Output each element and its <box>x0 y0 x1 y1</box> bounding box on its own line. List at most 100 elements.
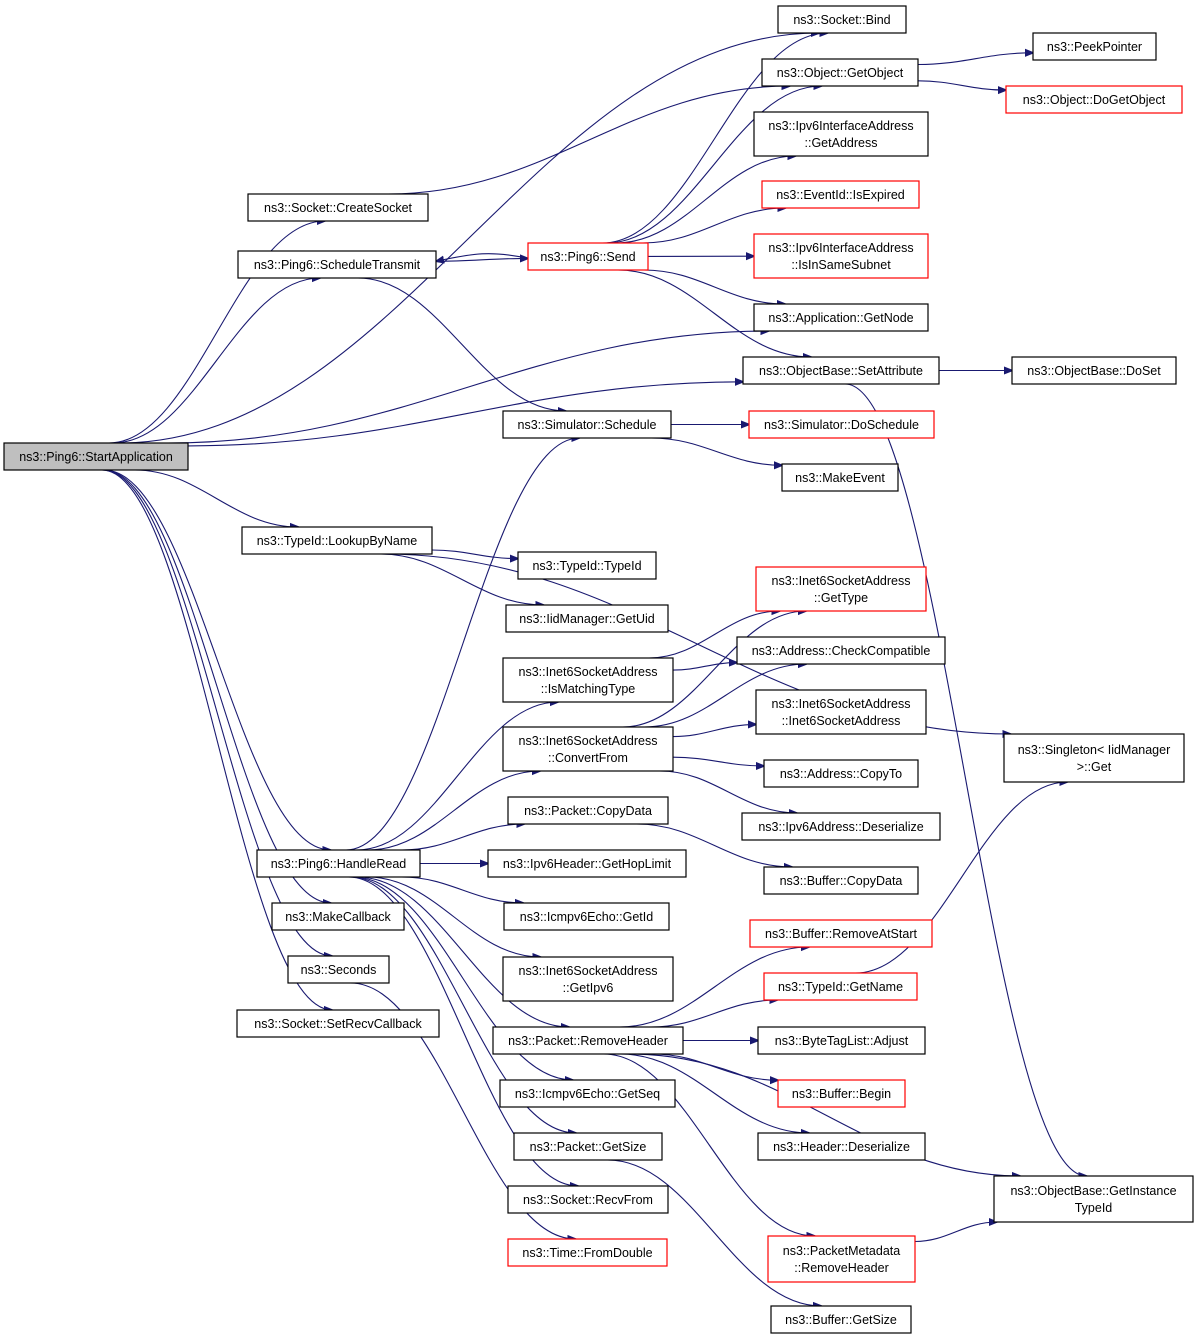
function-node-makecallback[interactable]: ns3::MakeCallback <box>271 902 405 931</box>
function-node-socket-create[interactable]: ns3::Socket::CreateSocket <box>247 193 429 222</box>
function-node-buffer-getsize[interactable]: ns3::Buffer::GetSize <box>770 1305 912 1334</box>
function-node-packet-copydata[interactable]: ns3::Packet::CopyData <box>507 796 669 825</box>
node-box <box>256 849 421 878</box>
node-label: ns3::EventId::IsExpired <box>776 188 905 202</box>
function-node-eventid-isexpired[interactable]: ns3::EventId::IsExpired <box>761 180 920 209</box>
node-box <box>761 180 920 209</box>
function-node-obj-getobject[interactable]: ns3::Object::GetObject <box>761 58 919 87</box>
function-node-inet6sa-getipv6[interactable]: ns3::Inet6SocketAddress::GetIpv6 <box>502 956 674 1002</box>
function-node-singleton-get[interactable]: ns3::Singleton< IidManager>::Get <box>1003 733 1185 783</box>
node-box <box>502 657 674 703</box>
function-node-socket-recvfrom[interactable]: ns3::Socket::RecvFrom <box>507 1185 669 1214</box>
function-node-typeid-typeid[interactable]: ns3::TypeId::TypeId <box>517 551 657 580</box>
function-node-app-getnode[interactable]: ns3::Application::GetNode <box>753 303 929 332</box>
call-edges <box>101 33 1087 1306</box>
node-label: ns3::Inet6SocketAddress <box>772 574 911 588</box>
node-label: ns3::Time::FromDouble <box>522 1246 652 1260</box>
function-node-seconds[interactable]: ns3::Seconds <box>287 955 390 984</box>
function-node-inet6sa-ctor[interactable]: ns3::Inet6SocketAddress::Inet6SocketAddr… <box>755 689 927 735</box>
node-box <box>499 1079 676 1108</box>
node-label: ::Inet6SocketAddress <box>782 714 901 728</box>
function-node-inet6sa-ismatching[interactable]: ns3::Inet6SocketAddress::IsMatchingType <box>502 657 674 703</box>
function-node-icmpv6echo-getid[interactable]: ns3::Icmpv6Echo::GetId <box>503 902 670 931</box>
function-node-pktmeta-removeheader[interactable]: ns3::PacketMetadata::RemoveHeader <box>767 1235 916 1283</box>
node-label: ns3::Address::CopyTo <box>780 767 902 781</box>
node-label: ns3::IidManager::GetUid <box>519 612 655 626</box>
node-box <box>1011 356 1177 385</box>
function-node-obj-dogetobject[interactable]: ns3::Object::DoGetObject <box>1005 85 1183 114</box>
function-node-inet6sa-gettype[interactable]: ns3::Inet6SocketAddress::GetType <box>755 566 927 612</box>
call-edge-ping6_send-to-obj_getobject <box>606 86 822 244</box>
call-edge-ping6_handleread-to-socket_recvfrom <box>348 876 579 1186</box>
node-label: ::IsMatchingType <box>541 682 636 696</box>
node-label: ns3::PacketMetadata <box>783 1244 900 1258</box>
node-label: ns3::Packet::CopyData <box>524 804 652 818</box>
function-node-ipv6addr-deser[interactable]: ns3::Ipv6Address::Deserialize <box>741 812 941 841</box>
call-edge-ping6_handleread-to-icmpv6echo_getseq <box>353 876 573 1080</box>
function-node-icmpv6echo-getseq[interactable]: ns3::Icmpv6Echo::GetSeq <box>499 1079 676 1108</box>
node-label: ::ConvertFrom <box>548 751 628 765</box>
node-box <box>241 526 433 555</box>
function-node-addr-copyto[interactable]: ns3::Address::CopyTo <box>763 759 919 788</box>
function-node-ipv6ia-issamesubnet[interactable]: ns3::Ipv6InterfaceAddress::IsInSameSubne… <box>753 233 929 279</box>
function-node-iidmgr-getuid[interactable]: ns3::IidManager::GetUid <box>505 604 669 633</box>
function-node-ping6-schedtx[interactable]: ns3::Ping6::ScheduleTransmit <box>237 250 437 279</box>
node-label: ns3::Buffer::GetSize <box>785 1313 897 1327</box>
function-node-ipv6ia-getaddress[interactable]: ns3::Ipv6InterfaceAddress::GetAddress <box>753 111 929 157</box>
function-node-packet-removeheader[interactable]: ns3::Packet::RemoveHeader <box>492 1026 684 1055</box>
function-node-socket-setrecvcb[interactable]: ns3::Socket::SetRecvCallback <box>236 1009 440 1038</box>
function-node-time-fromdouble[interactable]: ns3::Time::FromDouble <box>507 1238 668 1267</box>
node-label: ns3::Inet6SocketAddress <box>519 964 658 978</box>
function-node-socket-bind[interactable]: ns3::Socket::Bind <box>777 5 907 34</box>
call-edge-packet_removeheader-to-typeid_getname <box>651 1000 777 1028</box>
call-edge-ping6_handleread-to-packet_removeheader <box>357 876 570 1027</box>
function-node-addr-checkcompat[interactable]: ns3::Address::CheckCompatible <box>736 636 946 665</box>
function-node-buffer-removeatstart[interactable]: ns3::Buffer::RemoveAtStart <box>749 919 933 948</box>
function-node-objbase-setattr[interactable]: ns3::ObjectBase::SetAttribute <box>742 356 940 385</box>
node-label: ns3::MakeCallback <box>285 910 391 924</box>
node-label: ns3::Address::CheckCompatible <box>752 644 931 658</box>
call-edge-typeid_lookup-to-iidmgr_getuid <box>380 553 543 605</box>
function-node-packet-getsize[interactable]: ns3::Packet::GetSize <box>513 1132 663 1161</box>
function-node-inet6sa-convertfrom[interactable]: ns3::Inet6SocketAddress::ConvertFrom <box>502 726 674 772</box>
function-node-sim-schedule[interactable]: ns3::Simulator::Schedule <box>502 410 672 439</box>
function-node-bytetaglist-adjust[interactable]: ns3::ByteTagList::Adjust <box>757 1026 926 1055</box>
node-box <box>767 1235 916 1283</box>
node-label: ns3::Application::GetNode <box>768 311 913 325</box>
node-label: ns3::Object::GetObject <box>777 66 904 80</box>
function-node-makeevent[interactable]: ns3::MakeEvent <box>781 463 899 492</box>
function-node-sim-doschedule[interactable]: ns3::Simulator::DoSchedule <box>748 410 935 439</box>
node-box <box>742 356 940 385</box>
node-box <box>507 1185 669 1214</box>
call-edge-inet6sa_ismatching-to-inet6sa_gettype <box>649 611 780 659</box>
node-label: TypeId <box>1075 1201 1113 1215</box>
function-node-typeid-getname[interactable]: ns3::TypeId::GetName <box>763 972 918 1001</box>
function-node-typeid-lookup[interactable]: ns3::TypeId::LookupByName <box>241 526 433 555</box>
node-label: ::GetIpv6 <box>563 981 614 995</box>
function-node-ping6-send[interactable]: ns3::Ping6::Send <box>527 242 649 271</box>
node-label: ns3::Buffer::CopyData <box>780 874 903 888</box>
node-label: ns3::Seconds <box>301 963 377 977</box>
node-box <box>757 1132 926 1161</box>
call-edge-packet_removeheader-to-buffer_removeatstart <box>619 947 809 1028</box>
function-node-buffer-begin[interactable]: ns3::Buffer::Begin <box>777 1079 906 1108</box>
node-box <box>755 566 927 612</box>
node-box <box>763 759 919 788</box>
node-label: ns3::Inet6SocketAddress <box>519 734 658 748</box>
function-node-peekpointer[interactable]: ns3::PeekPointer <box>1032 32 1157 61</box>
function-nodes: ns3::Ping6::StartApplicationns3::Socket:… <box>3 5 1194 1334</box>
function-node-header-deser[interactable]: ns3::Header::Deserialize <box>757 1132 926 1161</box>
function-node-start-app[interactable]: ns3::Ping6::StartApplication <box>3 442 189 471</box>
function-node-buffer-copydata[interactable]: ns3::Buffer::CopyData <box>763 866 919 895</box>
node-label: ns3::Ping6::ScheduleTransmit <box>254 258 421 272</box>
function-node-ipv6hdr-gethoplimit[interactable]: ns3::Ipv6Header::GetHopLimit <box>487 849 687 878</box>
node-label: ns3::Socket::SetRecvCallback <box>254 1017 422 1031</box>
function-node-objbase-doset[interactable]: ns3::ObjectBase::DoSet <box>1011 356 1177 385</box>
node-box <box>753 303 929 332</box>
node-box <box>247 193 429 222</box>
function-node-ping6-handleread[interactable]: ns3::Ping6::HandleRead <box>256 849 421 878</box>
call-edge-ping6_handleread-to-inet6sa_convertfrom <box>367 771 540 851</box>
node-label: ns3::Icmpv6Echo::GetId <box>520 910 653 924</box>
